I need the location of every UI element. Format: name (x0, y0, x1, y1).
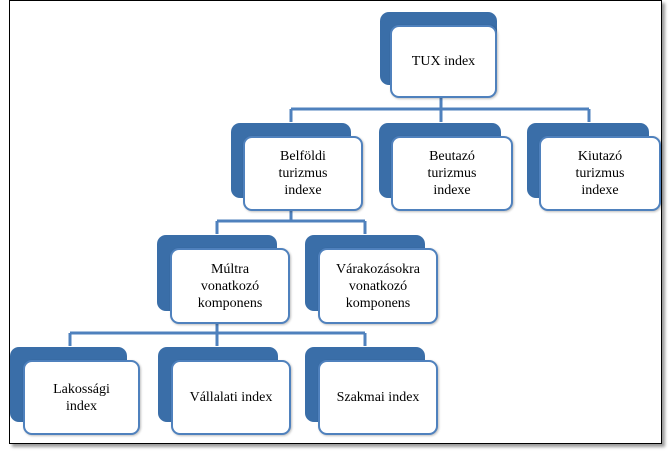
node-label: Szakmai index (318, 360, 438, 435)
node-label: Kiutazó turizmus indexe (539, 136, 661, 211)
node-label: TUX index (390, 25, 497, 98)
node-belfoldi-turizmus-indexe: Belföldi turizmus indexe (231, 123, 363, 211)
node-label: Belföldi turizmus indexe (243, 136, 363, 211)
node-label: Lakossági index (23, 360, 140, 435)
connector-belfoldi-children (215, 210, 367, 234)
node-beutazo-turizmus-indexe: Beutazó turizmus indexe (379, 123, 513, 211)
node-tux-index: TUX index (380, 12, 497, 98)
node-label: Múltra vonatkozó komponens (170, 248, 290, 324)
node-label: Beutazó turizmus indexe (391, 136, 513, 211)
node-varakozasokra-vonatkozo-komponens: Várakozásokra vonatkozó komponens (305, 235, 438, 324)
node-multra-vonatkozo-komponens: Múltra vonatkozó komponens (157, 235, 290, 324)
node-kiutazo-turizmus-indexe: Kiutazó turizmus indexe (527, 123, 661, 211)
node-vallalati-index: Vállalati index (158, 347, 291, 435)
connector-multra-children (68, 323, 367, 346)
node-label: Várakozásokra vonatkozó komponens (318, 248, 438, 324)
connector-tux-children (289, 98, 591, 122)
node-lakossagi-index: Lakossági index (10, 347, 140, 435)
node-szakmai-index: Szakmai index (305, 347, 438, 435)
node-label: Vállalati index (171, 360, 291, 435)
